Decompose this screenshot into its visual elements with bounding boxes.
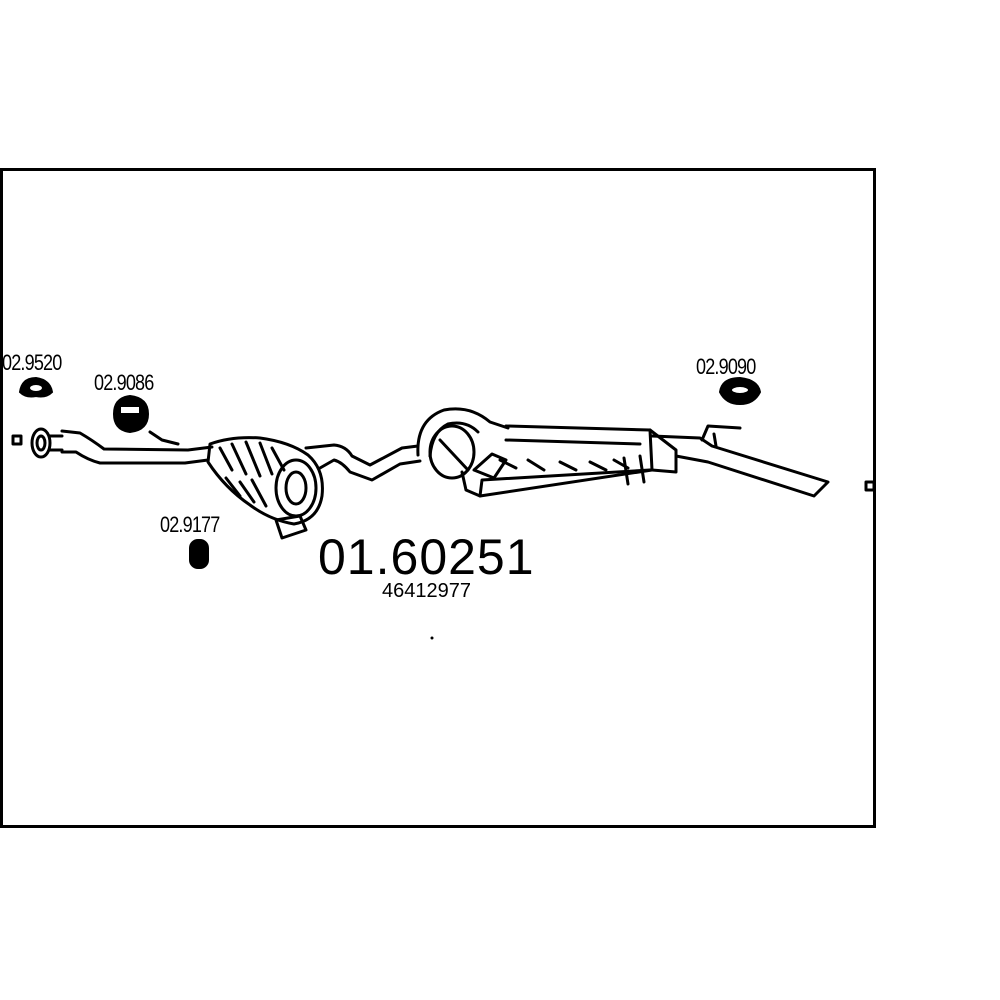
- part-label-02-9177: 02.9177: [160, 512, 220, 537]
- rubber-hanger-ring-icon: [718, 376, 762, 406]
- rubber-hanger-ring-icon: [18, 376, 54, 398]
- rubber-bushing-icon: [189, 539, 209, 569]
- part-label-02-9520: 02.9520: [2, 350, 62, 375]
- catalytic-converter: [206, 436, 324, 540]
- main-part-number: 01.60251: [318, 529, 535, 585]
- oe-reference-number: 46412977: [382, 580, 471, 602]
- front-pipe: [60, 429, 214, 465]
- stray-dot: [430, 636, 434, 640]
- mid-pipe: [304, 443, 422, 482]
- rubber-mount-icon: [112, 394, 150, 434]
- tail-pipe: [650, 424, 830, 498]
- part-label-02-9090: 02.9090: [696, 354, 756, 379]
- part-label-02-9086: 02.9086: [94, 370, 154, 395]
- diagram-frame: [0, 168, 876, 828]
- rear-silencer: [416, 407, 678, 498]
- front-flange: [30, 427, 64, 459]
- rear-end-marker: [864, 480, 876, 492]
- front-end-marker: [11, 434, 23, 446]
